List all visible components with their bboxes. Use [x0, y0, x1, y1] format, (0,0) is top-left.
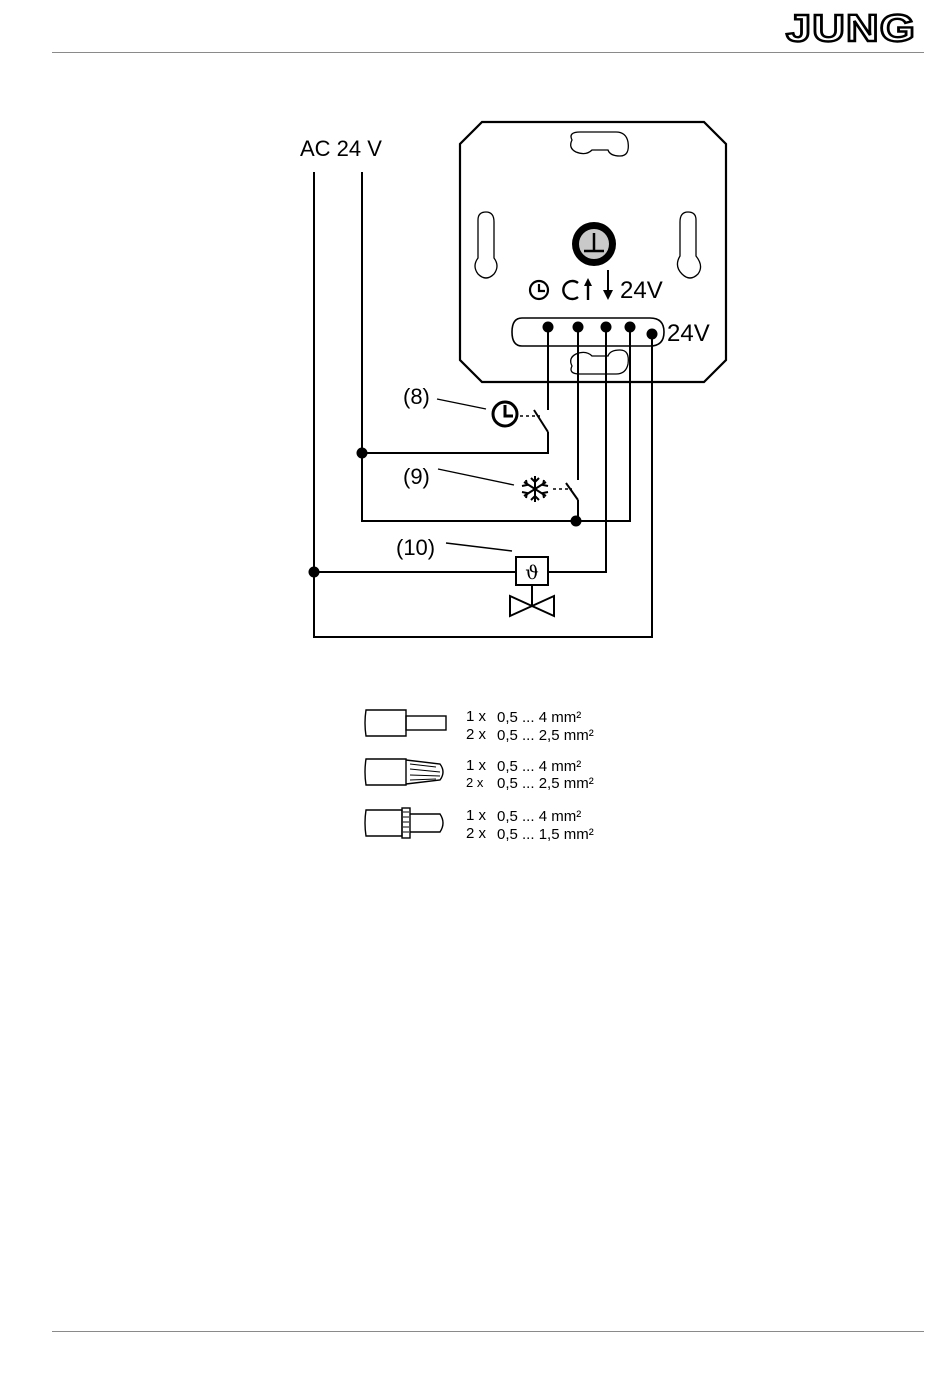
spec-range: 0,5 ... 4 mm²	[497, 808, 581, 825]
supply-label: AC 24 V	[300, 136, 382, 161]
spec-count: 1 x	[466, 708, 487, 725]
spec-count: 2 x	[466, 726, 487, 743]
spec-count: 2 x	[466, 825, 487, 842]
spec-count: 2 x	[466, 775, 484, 790]
spec-range: 0,5 ... 4 mm²	[497, 709, 581, 726]
spec-count: 1 x	[466, 807, 487, 824]
spec-range: 0,5 ... 4 mm²	[497, 758, 581, 775]
callout-cooling: (9)	[403, 464, 430, 489]
clock-icon	[530, 281, 548, 299]
changeover-icon	[563, 278, 592, 300]
wire-spec-solid: 1 x 0,5 ... 4 mm² 2 x 0,5 ... 2,5 mm²	[466, 708, 594, 744]
wire-spec-ferrule: 1 x 0,5 ... 4 mm² 2 x 0,5 ... 1,5 mm²	[466, 807, 594, 843]
arrow-down-icon	[603, 270, 613, 300]
callout-timer: (8)	[403, 384, 430, 409]
stranded-wire-icon	[365, 759, 443, 785]
thermal-valve-icon: ϑ	[510, 557, 554, 616]
wire-spec-stranded: 1 x 0,5 ... 4 mm² 2 x 0,5 ... 2,5 mm²	[466, 757, 594, 792]
snowflake-icon	[522, 476, 548, 502]
solid-wire-icon	[365, 710, 446, 736]
spec-range: 0,5 ... 2,5 mm²	[497, 727, 594, 744]
spec-range: 0,5 ... 2,5 mm²	[497, 775, 594, 792]
timer-clock-icon	[493, 402, 517, 426]
spec-range: 0,5 ... 1,5 mm²	[497, 826, 594, 843]
svg-text:ϑ: ϑ	[525, 562, 539, 584]
terminal-out-label: 24V	[620, 277, 663, 304]
callout-valve: (10)	[396, 535, 435, 560]
terminal-in-label: 24V	[667, 320, 710, 347]
spec-count: 1 x	[466, 757, 487, 774]
earth-icon	[572, 222, 616, 266]
ferrule-wire-icon	[365, 808, 443, 838]
